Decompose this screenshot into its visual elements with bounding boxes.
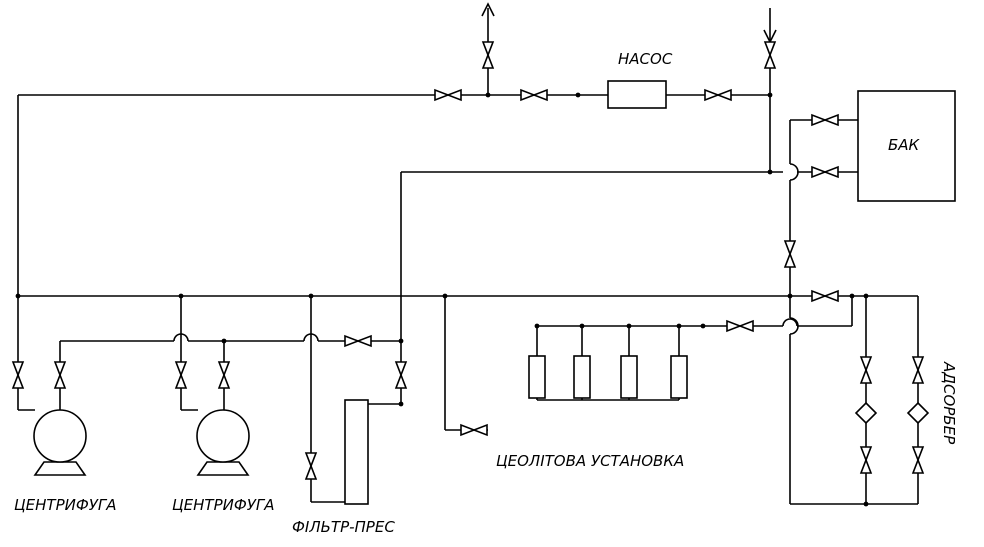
adsorber-diamond-icon bbox=[854, 401, 878, 425]
junction-dots bbox=[15, 92, 869, 507]
valves bbox=[11, 41, 925, 480]
centrifuge-left-label: ЦЕНТРИФУГА bbox=[14, 496, 117, 514]
valve-icon bbox=[434, 88, 462, 102]
pump-box bbox=[607, 80, 667, 109]
zeolite-column bbox=[573, 355, 591, 399]
tank-box bbox=[857, 90, 956, 202]
zeolite-column bbox=[620, 355, 638, 399]
pump-label: НАСОС bbox=[618, 50, 673, 68]
filter-press-box bbox=[344, 399, 369, 505]
valve-icon bbox=[763, 41, 777, 69]
filter-press-label: ФІЛЬТР-ПРЕС bbox=[292, 518, 395, 536]
valve-icon bbox=[859, 446, 873, 474]
valve-icon bbox=[460, 423, 488, 437]
valve-icon bbox=[811, 289, 839, 303]
valve-icon bbox=[811, 165, 839, 179]
centrifuge-right-icon bbox=[196, 409, 250, 476]
valve-icon bbox=[304, 452, 318, 480]
valve-icon bbox=[344, 334, 372, 348]
valve-icon bbox=[783, 240, 797, 268]
zeolite-column bbox=[670, 355, 688, 399]
zeolite-columns bbox=[528, 355, 688, 399]
valve-icon bbox=[11, 361, 25, 389]
valve-icon bbox=[217, 361, 231, 389]
valve-icon bbox=[811, 113, 839, 127]
valve-icon bbox=[726, 319, 754, 333]
zeolite-unit-label: ЦЕОЛІТОВА УСТАНОВКА bbox=[496, 452, 684, 470]
valve-icon bbox=[911, 356, 925, 384]
valve-icon bbox=[53, 361, 67, 389]
adsorber-label: АДСОРБЕР bbox=[940, 361, 958, 445]
tank-label: БАК bbox=[888, 136, 921, 154]
zeolite-column bbox=[528, 355, 546, 399]
valve-icon bbox=[704, 88, 732, 102]
outlet-arrow-up-icon bbox=[481, 2, 495, 17]
valve-icon bbox=[174, 361, 188, 389]
valve-icon bbox=[859, 356, 873, 384]
centrifuge-right-label: ЦЕНТРИФУГА bbox=[172, 496, 275, 514]
adsorber-diamond-icon bbox=[906, 401, 930, 425]
valve-icon bbox=[520, 88, 548, 102]
valve-icon bbox=[394, 361, 408, 389]
valve-icon bbox=[481, 41, 495, 69]
valve-icon bbox=[911, 446, 925, 474]
centrifuge-left-icon bbox=[33, 409, 87, 476]
